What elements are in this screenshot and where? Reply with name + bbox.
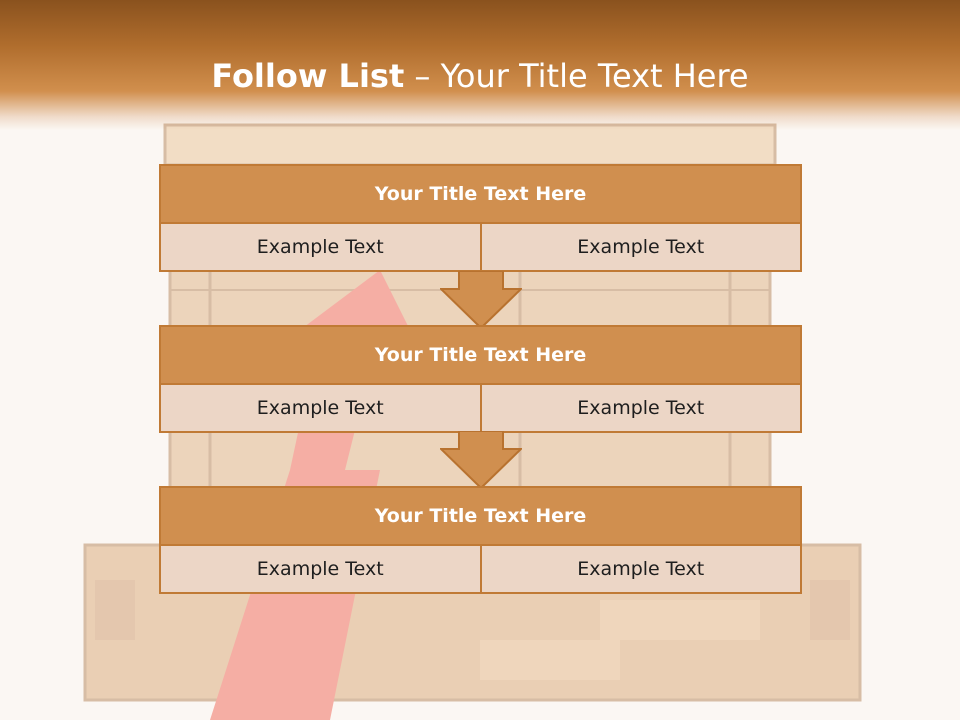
- block-cell-right: Example Text: [479, 385, 800, 431]
- block-row: Example Text Example Text: [161, 546, 800, 592]
- flow-block-3: Your Title Text Here Example Text Exampl…: [159, 486, 802, 594]
- down-arrow-icon: [440, 271, 522, 329]
- block-title: Your Title Text Here: [161, 327, 800, 385]
- block-cell-right: Example Text: [479, 224, 800, 270]
- block-title: Your Title Text Here: [161, 166, 800, 224]
- block-cell-left: Example Text: [161, 546, 480, 592]
- header-band: [0, 0, 960, 130]
- slide-title-rest: – Your Title Text Here: [404, 57, 749, 95]
- flow-block-1: Your Title Text Here Example Text Exampl…: [159, 164, 802, 272]
- down-arrow-icon: [440, 431, 522, 489]
- flow-block-2: Your Title Text Here Example Text Exampl…: [159, 325, 802, 433]
- slide-title: Follow List – Your Title Text Here: [0, 54, 960, 98]
- block-cell-left: Example Text: [161, 224, 480, 270]
- block-title: Your Title Text Here: [161, 488, 800, 546]
- slide-title-bold: Follow List: [211, 57, 405, 95]
- block-row: Example Text Example Text: [161, 385, 800, 431]
- block-row: Example Text Example Text: [161, 224, 800, 270]
- block-cell-left: Example Text: [161, 385, 480, 431]
- block-cell-right: Example Text: [479, 546, 800, 592]
